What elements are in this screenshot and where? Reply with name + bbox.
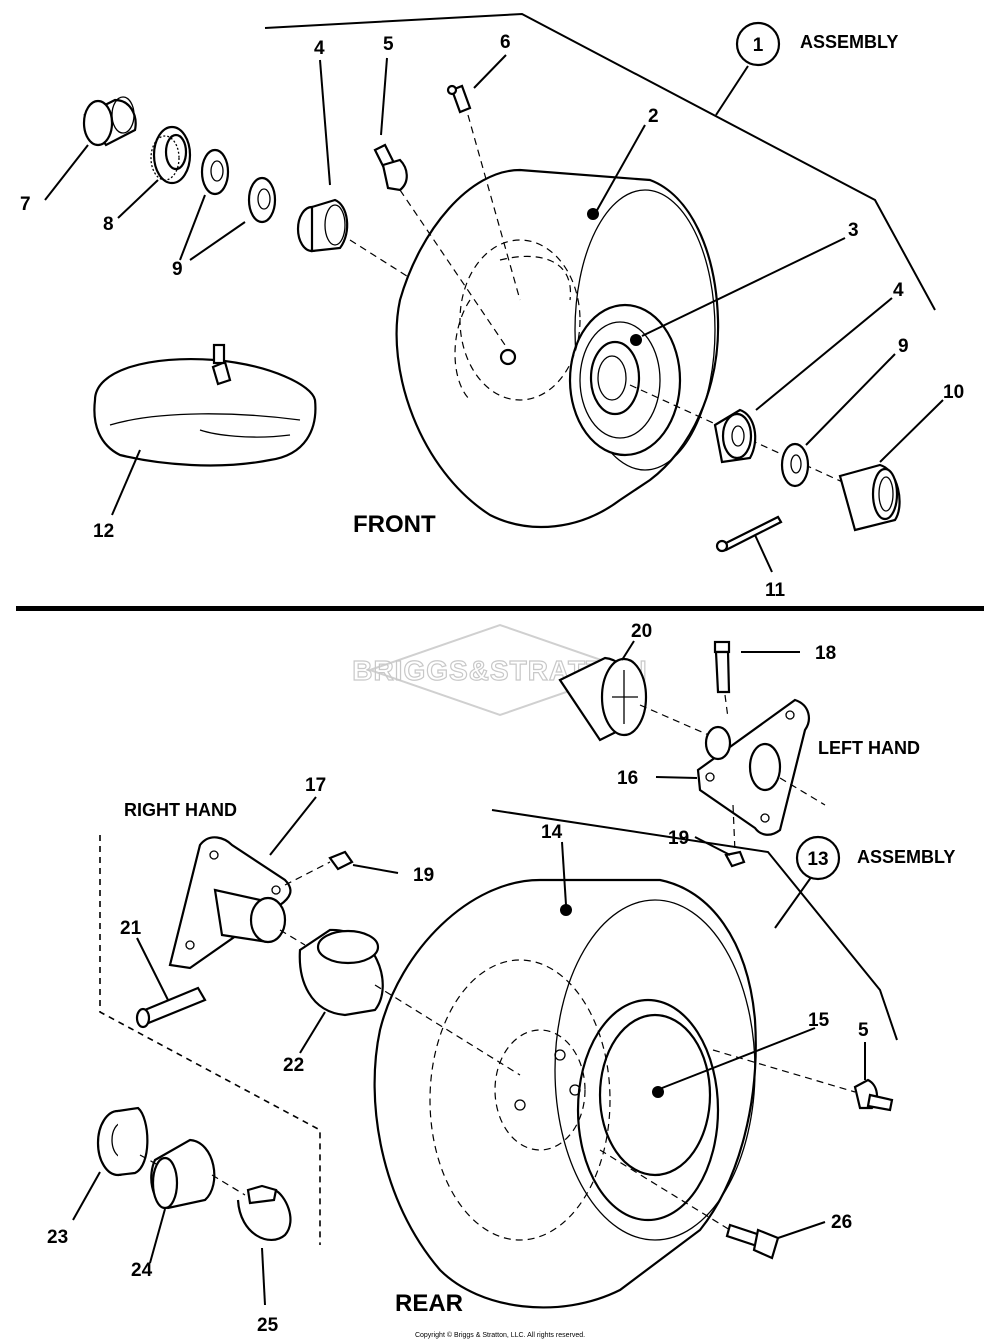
nut-dash-2 [284,861,331,886]
rear-section: 13 14 15 16 17 18 19 19 20 21 22 5 23 24… [47,621,955,1336]
callout-3: 3 [848,220,859,241]
front-heading: FRONT [353,511,436,538]
callout-25: 25 [257,1315,279,1336]
left-hand-axis [639,704,721,741]
part-7-bushing [82,96,137,147]
part-18-bolt [713,640,731,694]
callout-circle-1 [735,21,781,67]
part-20-bushing [558,656,648,742]
leader-13 [774,875,813,929]
section-divider [16,606,984,611]
callout-15: 15 [808,1010,830,1031]
valve-dash [399,189,506,346]
bolt-rear-dash [599,1149,731,1231]
rear-heading: REAR [395,1290,463,1317]
callout-14: 14 [541,822,563,843]
part-12-inner-tube [93,343,317,467]
part-19-nut-right [328,850,354,871]
bolt-dash [724,694,729,719]
part-5-valve-stem-rear [853,1078,894,1112]
part-16-left-hand-plate [696,698,810,836]
clamp-dash [211,1174,246,1196]
rear-leaders [72,640,866,1306]
callout-20: 20 [631,621,652,642]
part-6-grease-fitting [446,84,472,114]
front-assembly-label: ASSEMBLY [800,32,898,52]
callout-26: 26 [831,1212,852,1233]
callout-1: 1 [753,35,764,56]
part-4-spacer-left [296,198,349,253]
part-21-bolt [135,986,207,1029]
callout-2: 2 [648,106,659,127]
right-hand-group-box [99,835,321,1245]
rear-assembly-label: ASSEMBLY [857,847,955,867]
leader-1 [715,65,749,116]
left-hand-label: LEFT HAND [818,738,920,758]
callout-12: 12 [93,521,114,542]
callout-6: 6 [500,32,511,53]
part-26-bolt [725,1223,780,1260]
part-5-valve-stem [373,143,408,192]
axis-line-left [349,239,411,279]
callout-10: 10 [943,382,964,403]
fitting-dash [467,114,521,301]
callout-5-rear: 5 [858,1020,869,1041]
callout-21: 21 [120,918,142,939]
front-section: 1 2 3 4 5 6 7 8 9 4 9 10 11 12 ASSEMBLY … [20,12,964,601]
callout-7: 7 [20,194,31,215]
callout-4: 4 [314,38,325,59]
callout-8: 8 [103,214,114,235]
callout-4-right: 4 [893,280,904,301]
callout-19-left: 19 [668,828,689,849]
part-23-seal [96,1106,149,1177]
copyright-notice: Copyright © Briggs & Stratton, LLC. All … [415,1331,585,1339]
callout-9-right: 9 [898,336,909,357]
part-17-right-hand-plate [168,836,292,970]
part-11-cotter-pin [715,515,783,553]
front-tire [395,168,720,529]
callout-23: 23 [47,1227,68,1248]
callout-19-right: 19 [413,865,434,886]
callout-5: 5 [383,34,394,55]
part-22-bushing [298,928,384,1017]
seal-dash [139,1154,159,1166]
part-25-clamp [236,1184,292,1241]
nut-dash [732,804,736,853]
hub-dash-1 [279,929,306,946]
part-19-nut-left [724,850,746,868]
valve-rear-dash [712,1049,856,1093]
part-4-spacer-right [713,408,757,464]
left-hand-axis-2 [779,777,826,806]
callout-22: 22 [283,1055,304,1076]
callout-13: 13 [807,849,828,870]
rear-tire [373,878,757,1309]
part-9-washer-right [780,442,810,488]
right-hand-label: RIGHT HAND [124,800,237,820]
callout-11: 11 [765,580,786,601]
part-8-bearing [150,125,192,185]
front-leaders [44,54,944,573]
front-assembly-bracket [264,12,936,311]
callout-circle-13 [795,835,841,881]
part-24-bushing [150,1138,216,1210]
callout-18: 18 [815,643,836,664]
part-9-washers [200,148,277,224]
callout-24: 24 [131,1260,153,1281]
rear-assembly-bracket [491,809,898,1041]
part-10-bushing [838,463,901,532]
hub-dash-2 [374,984,521,1076]
callout-17: 17 [305,775,326,796]
callout-9: 9 [172,259,183,280]
callout-16: 16 [617,768,638,789]
